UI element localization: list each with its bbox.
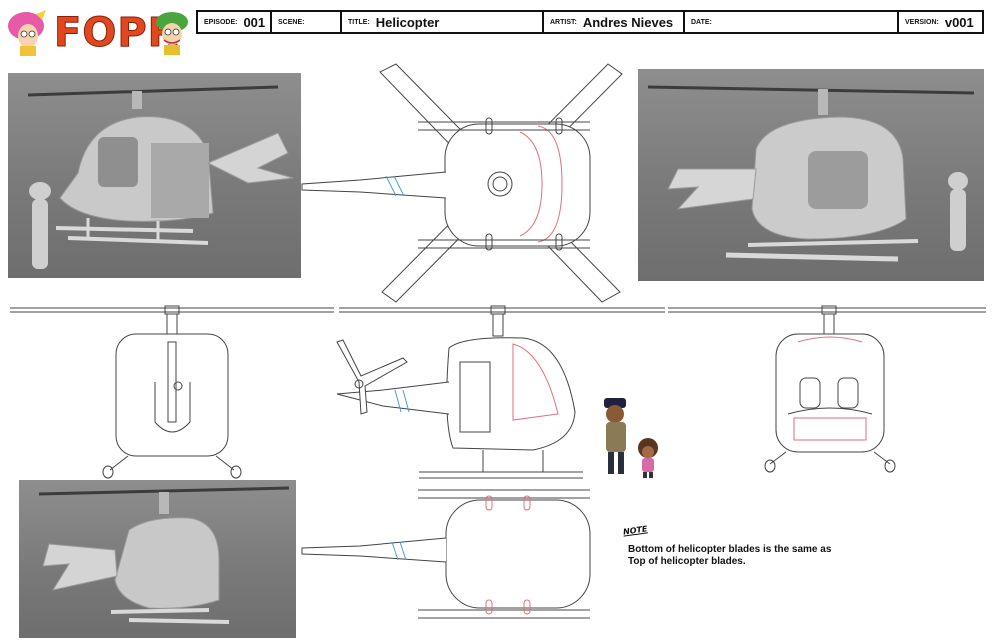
bottom-view-drawing	[301, 489, 591, 619]
info-header: EPISODE: 001 SCENE: TITLE: Helicopter AR…	[196, 10, 984, 34]
scene-label: SCENE:	[278, 18, 305, 26]
back-view-drawing	[10, 305, 334, 479]
episode-label: EPISODE:	[204, 18, 238, 26]
scene-cell: SCENE:	[272, 12, 342, 32]
version-cell: VERSION: v001	[899, 12, 982, 32]
artist-value: Andres Nieves	[582, 14, 674, 30]
episode-cell: EPISODE: 001	[198, 12, 272, 32]
artist-label: ARTIST:	[550, 18, 577, 26]
render-rear-right	[638, 69, 984, 281]
note-line-2: Top of helicopter blades.	[628, 556, 746, 567]
green-hair-character-icon	[156, 12, 188, 55]
date-label: DATE:	[691, 18, 712, 26]
pink-hair-character-icon	[8, 10, 46, 56]
date-cell: DATE:	[685, 12, 899, 32]
front-view-drawing	[668, 305, 986, 473]
version-label: VERSION:	[905, 18, 939, 26]
note-text: Bottom of helicopter blades is the same …	[628, 544, 848, 568]
tall-character-icon	[604, 398, 626, 474]
character-statue	[948, 172, 968, 251]
character-statue	[29, 182, 51, 269]
scale-characters	[604, 398, 658, 478]
version-value: v001	[944, 14, 974, 30]
title-value: Helicopter	[375, 14, 440, 30]
top-view-drawing	[301, 63, 623, 303]
title-cell: TITLE: Helicopter	[342, 12, 544, 32]
artist-cell: ARTIST: Andres Nieves	[544, 12, 685, 32]
title-label: TITLE:	[348, 18, 370, 26]
small-character-icon	[638, 438, 658, 478]
render-front-left	[8, 73, 301, 278]
helicopter-render-image	[27, 85, 294, 269]
fopr-logo: FOPR	[6, 8, 192, 58]
render-rear-low	[19, 480, 296, 638]
note-line-1: Bottom of helicopter blades is the same …	[628, 544, 832, 555]
helicopter-render-image	[647, 85, 975, 262]
episode-value: 001	[243, 14, 266, 30]
note-label: NOTE	[622, 524, 648, 537]
side-view-drawing	[336, 305, 665, 479]
helicopter-render-image	[38, 486, 290, 624]
